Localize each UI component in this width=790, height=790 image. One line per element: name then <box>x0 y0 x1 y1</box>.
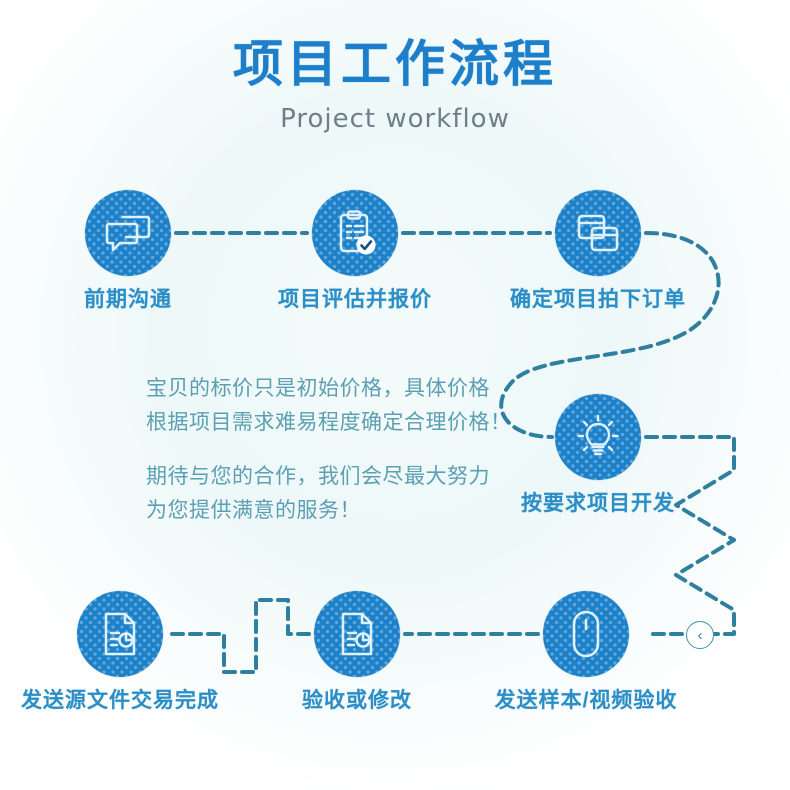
workflow-step-7-label: 发送源文件交易完成 <box>21 689 219 712</box>
lightbulb-icon <box>555 394 641 480</box>
cooperation-note: 期待与您的合作，我们会尽最大努力 为您提供满意的服务！ <box>146 465 490 522</box>
pricing-note: 宝贝的标价只是初始价格，具体价格 根据项目需求难易程度确定合理价格！ <box>146 377 512 434</box>
clipboard-check-icon <box>312 190 398 276</box>
windows-stack-icon <box>555 190 641 276</box>
connector-step3-step4 <box>499 231 721 439</box>
chevron-left-icon: ‹ <box>686 621 714 649</box>
document-chart-icon <box>314 591 400 677</box>
connector-step4-step5 <box>644 435 736 636</box>
mouse-icon <box>543 591 629 677</box>
speech-bubbles-icon <box>85 190 171 276</box>
workflow-step-1-label: 前期沟通 <box>84 288 172 311</box>
workflow-step-3-label: 确定项目拍下订单 <box>510 288 686 311</box>
connector-step6-step7 <box>166 598 311 674</box>
page-title: 项目工作流程 <box>233 36 557 92</box>
workflow-step-4-label: 按要求项目开发 <box>521 492 675 515</box>
workflow-step-2-label: 项目评估并报价 <box>278 288 432 311</box>
workflow-step-5-label: 发送样本/视频验收 <box>494 689 678 712</box>
workflow-step-6-label: 验收或修改 <box>302 689 412 712</box>
page-subtitle: Project workflow <box>280 104 510 134</box>
document-chart-icon <box>77 591 163 677</box>
